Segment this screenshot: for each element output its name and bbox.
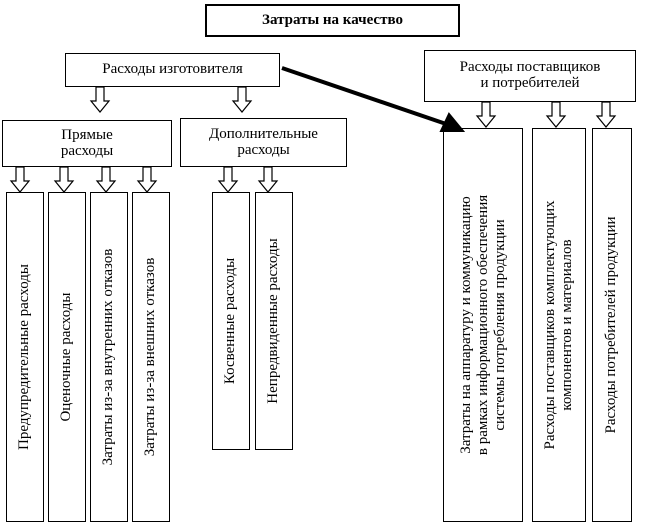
additional-costs-box: Дополнительные расходы	[180, 118, 347, 167]
info-support-costs-line-1: Затраты на аппаратуру и коммуникацию	[457, 196, 474, 454]
info-support-costs-label: Затраты на аппаратуру и коммуникацию в р…	[458, 195, 508, 455]
arrow-to-additional-icon	[232, 86, 252, 113]
suppliers-costs-line-1: Расходы поставщиков	[459, 59, 601, 76]
arrow-to-direct-icon	[90, 86, 110, 113]
internal-failure-costs-box: Затраты из-за внутренних отказов	[90, 192, 128, 522]
direct-costs-box: Прямые расходы	[2, 120, 172, 167]
arrow-to-external-failure-icon	[137, 166, 157, 193]
component-suppliers-costs-line-1: Расходы поставщиков комплектующих	[542, 200, 559, 450]
unforeseen-costs-label: Непредвиденные расходы	[265, 238, 282, 404]
arrow-to-preventive-icon	[10, 166, 30, 193]
appraisal-costs-box: Оценочные расходы	[48, 192, 86, 522]
component-suppliers-costs-box: Расходы поставщиков комплектующих компон…	[532, 128, 586, 522]
additional-costs-line-2: расходы	[237, 141, 290, 158]
suppliers-costs-box: Расходы поставщиков и потребителей	[424, 50, 636, 102]
arrow-to-component-suppliers-icon	[546, 101, 566, 128]
preventive-costs-label: Предупредительные расходы	[16, 264, 33, 450]
external-failure-costs-label: Затраты из-за внешних отказов	[142, 257, 159, 457]
internal-failure-costs-label: Затраты из-за внутренних отказов	[100, 248, 117, 466]
arrow-to-unforeseen-icon	[258, 166, 278, 193]
diagram-title: Затраты на качество	[205, 4, 460, 37]
indirect-costs-box: Косвенные расходы	[212, 192, 250, 450]
unforeseen-costs-box: Непредвиденные расходы	[255, 192, 293, 450]
component-suppliers-costs-line-2: компонентов и материалов	[559, 239, 575, 411]
preventive-costs-box: Предупредительные расходы	[6, 192, 44, 522]
appraisal-costs-label: Оценочные расходы	[58, 292, 75, 422]
consumer-costs-label: Расходы потребителей продукции	[603, 216, 620, 434]
component-suppliers-costs-label: Расходы поставщиков комплектующих компон…	[542, 200, 576, 449]
arrow-to-appraisal-icon	[54, 166, 74, 193]
manufacturer-costs-box: Расходы изготовителя	[65, 53, 280, 87]
arrow-to-info-support-icon	[476, 101, 496, 128]
info-support-costs-line-2: в рамках информационного обеспечения	[474, 194, 491, 456]
indirect-costs-label: Косвенные расходы	[222, 257, 239, 385]
arrow-to-indirect-icon	[218, 166, 238, 193]
external-failure-costs-box: Затраты из-за внешних отказов	[132, 192, 170, 522]
suppliers-costs-line-2: и потребителей	[480, 75, 580, 91]
direct-costs-line-2: расходы	[60, 142, 114, 159]
arrow-to-internal-failure-icon	[96, 166, 116, 193]
consumer-costs-box: Расходы потребителей продукции	[592, 128, 632, 522]
arrow-to-consumer-icon	[596, 101, 616, 128]
info-support-costs-line-3: системы потребления продукции	[491, 219, 508, 431]
info-support-costs-box: Затраты на аппаратуру и коммуникацию в р…	[443, 128, 523, 522]
direct-costs-line-1: Прямые	[61, 126, 113, 143]
additional-costs-line-1: Дополнительные	[209, 125, 318, 142]
